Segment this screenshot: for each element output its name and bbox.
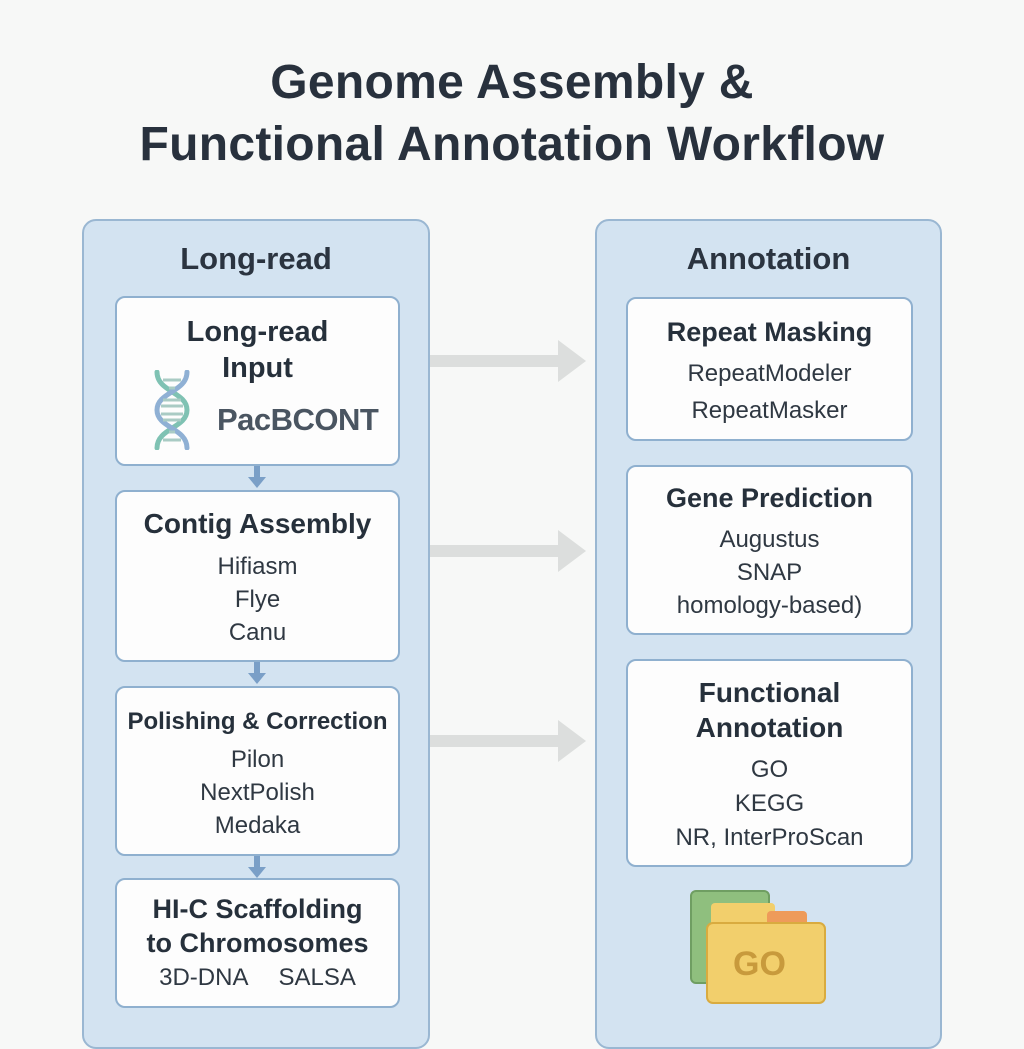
hic-title-line-2: to Chromosomes <box>146 928 369 958</box>
long-read-input-title: Long-read Input <box>117 314 398 386</box>
hic-title-line-1: HI-C Scaffolding <box>152 894 363 924</box>
functional-annotation-card: Functional Annotation GO KEGG NR, InterP… <box>626 659 913 867</box>
arrow-down-2 <box>248 662 266 684</box>
long-read-input-card: Long-read Input PacBCONT <box>115 296 400 466</box>
tool-flye: Flye <box>234 586 281 613</box>
platform-logo-text: PacBCONT <box>217 402 379 437</box>
contig-assembly-title: Contig Assembly <box>143 508 372 539</box>
contig-assembly-card: Contig Assembly Hifiasm Flye Canu <box>115 490 400 662</box>
tool-nr-interproscan: NR, InterProScan <box>675 824 864 851</box>
page-title: Genome Assembly & Functional Annotation … <box>0 52 1024 176</box>
functional-title-line-2: Annotation <box>695 712 844 743</box>
folder-go-label: GO <box>733 945 786 983</box>
tool-salsa: SALSA <box>278 964 356 991</box>
polishing-card: Polishing & Correction Pilon NextPolish … <box>115 686 400 856</box>
dna-helix-icon <box>154 370 190 450</box>
annotation-panel: Annotation Repeat Masking RepeatModeler … <box>595 219 942 1049</box>
title-line-2: Functional Annotation Workflow <box>139 118 885 171</box>
tool-homology-based: homology-based) <box>676 592 863 619</box>
folder-icon-graphic <box>690 890 826 1004</box>
contig-assembly-tools: Hifiasm Flye Canu <box>117 550 398 649</box>
long-read-input-title-line-1: Long-read <box>186 316 329 348</box>
tool-snap: SNAP <box>736 559 803 586</box>
functional-title-line-1: Functional <box>698 677 841 708</box>
long-read-header: Long-read <box>180 241 332 276</box>
polishing-tools: Pilon NextPolish Medaka <box>117 743 398 842</box>
gene-prediction-card: Gene Prediction Augustus SNAP homology-b… <box>626 465 913 635</box>
functional-annotation-tools: GO KEGG NR, InterProScan <box>628 753 911 855</box>
tool-canu: Canu <box>228 619 287 646</box>
hic-scaffolding-title: HI-C Scaffolding to Chromosomes <box>117 892 398 960</box>
arrow-down-3 <box>248 856 266 878</box>
tool-hifiasm: Hifiasm <box>217 553 298 580</box>
arrow-down-1 <box>248 466 266 488</box>
gene-prediction-tools: Augustus SNAP homology-based) <box>628 523 911 622</box>
hic-tools: 3D-DNA SALSA <box>117 964 398 992</box>
annotation-header: Annotation <box>686 241 851 276</box>
hic-scaffolding-card: HI-C Scaffolding to Chromosomes 3D-DNA S… <box>115 878 400 1008</box>
arrow-right-1 <box>430 340 586 382</box>
tool-nextpolish: NextPolish <box>200 779 315 806</box>
gene-prediction-title: Gene Prediction <box>665 483 874 513</box>
repeat-masking-title: Repeat Masking <box>666 317 873 347</box>
tool-repeatmodeler: RepeatModeler <box>687 360 852 387</box>
long-read-panel: Long-read Long-read Input PacBCONT Conti… <box>82 219 430 1049</box>
tool-repeatmasker: RepeatMasker <box>691 397 848 424</box>
repeat-masking-card: Repeat Masking RepeatModeler RepeatMaske… <box>626 297 913 441</box>
tool-go: GO <box>750 756 789 783</box>
functional-annotation-title: Functional Annotation <box>628 675 911 745</box>
folder-icon: GO <box>689 887 829 1007</box>
tool-medaka: Medaka <box>214 812 301 839</box>
arrow-right-3 <box>430 720 586 762</box>
arrow-right-2 <box>430 530 586 572</box>
long-read-input-title-line-2: Input <box>222 352 293 384</box>
tool-kegg: KEGG <box>734 790 805 817</box>
tool-pilon: Pilon <box>230 746 285 773</box>
repeat-masking-tools: RepeatModeler RepeatMasker <box>628 355 911 429</box>
title-line-1: Genome Assembly & <box>270 56 754 109</box>
tool-3d-dna: 3D-DNA <box>159 964 248 991</box>
tool-augustus: Augustus <box>719 526 820 553</box>
polishing-title: Polishing & Correction <box>127 708 388 735</box>
